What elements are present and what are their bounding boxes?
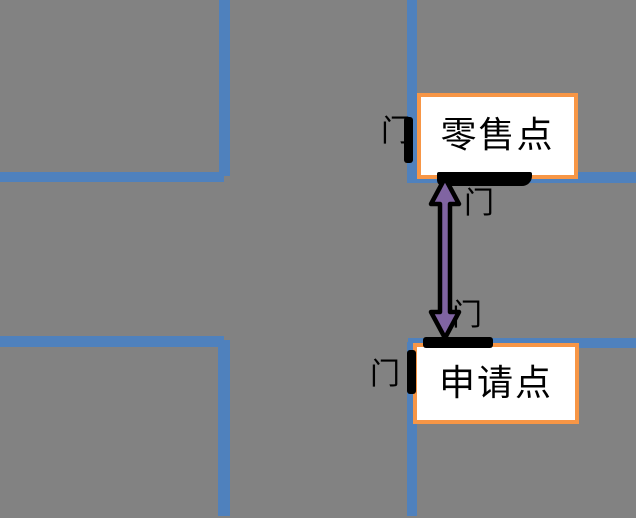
door-marker-retail-left [404,117,413,163]
double-headed-arrow-icon [428,175,462,341]
door-marker-application-left [407,350,416,394]
road-edge-bottom-left-horizontal [0,336,224,347]
road-edge-top-left-vertical [219,0,230,176]
retail-point-label: 零售点 [440,115,555,156]
door-label-retail-bottom: 门 [464,186,494,221]
application-point-box: 申请点 [413,343,579,424]
road-edge-top-right-vertical [407,0,417,183]
door-label-application-left: 门 [370,357,400,392]
retail-point-box: 零售点 [417,93,578,179]
door-marker-retail-bottom [437,172,532,186]
road-edge-top-left-horizontal [0,172,224,182]
road-edge-bottom-left-vertical [218,340,230,516]
door-label-retail-left: 门 [381,114,411,149]
application-point-label: 申请点 [438,362,553,404]
door-marker-application-top [423,337,493,348]
road-edge-bottom-right-vertical [407,342,417,516]
